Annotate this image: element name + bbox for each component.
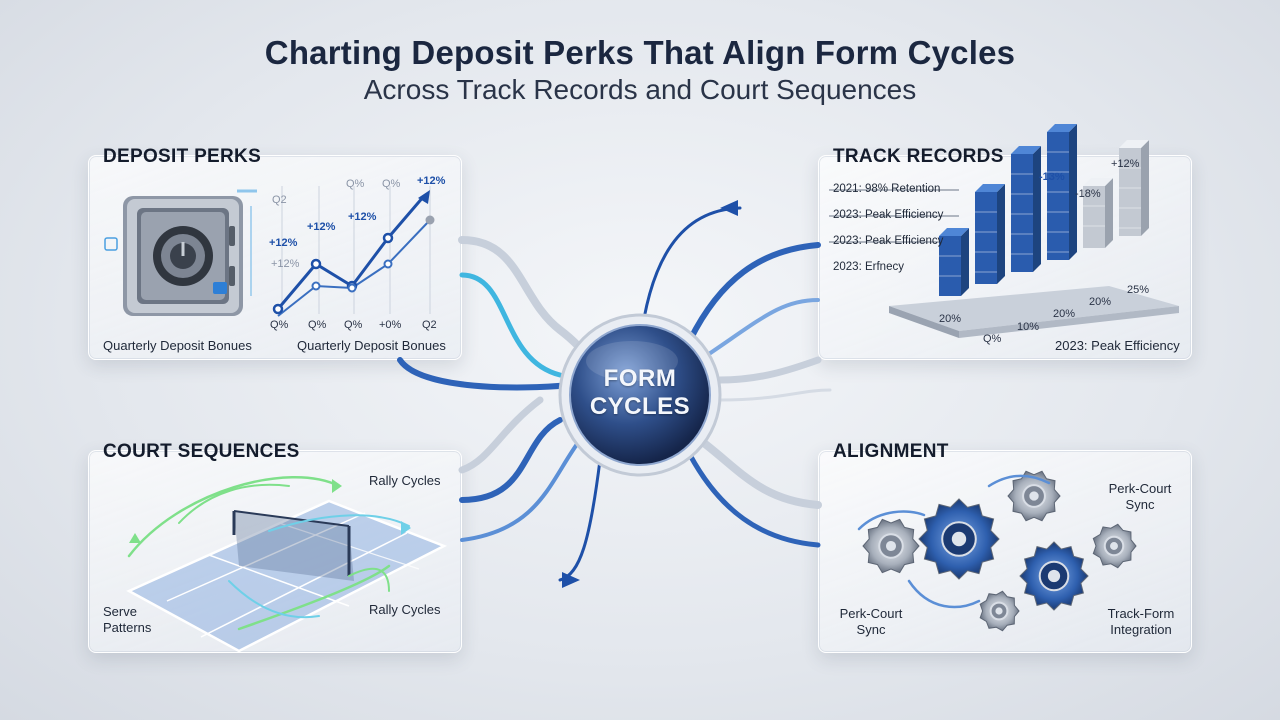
- deposit-ghost-label: +12%: [271, 258, 300, 270]
- track-entry: 2023: Peak Efficiency: [833, 209, 944, 221]
- track-bar-cap: [1047, 124, 1077, 132]
- track-bar-cap: [939, 228, 969, 236]
- center-line1: FORM: [603, 365, 677, 392]
- track-axis-label: 25%: [1127, 284, 1150, 296]
- track-bar-side: [1033, 146, 1041, 272]
- track-axis-label: 10%: [1017, 321, 1040, 333]
- track-axis-label: 20%: [1089, 296, 1112, 308]
- deposit-perks-panel: DEPOSIT PERKS Q2 Q%: [88, 146, 462, 360]
- track-bar-top-label: -18%: [1075, 188, 1101, 200]
- align-label-left-bottom-1: Perk-Court: [839, 606, 903, 621]
- court-label-top: Rally Cycles: [369, 473, 441, 488]
- track-entry: 2021: 98% Retention: [833, 183, 941, 195]
- gears-icon: [857, 470, 1137, 632]
- track-bar-cap: [1119, 140, 1149, 148]
- track-bar: [939, 236, 961, 296]
- track-axis-label: 20%: [1053, 308, 1076, 320]
- deposit-x-tick: Q%: [270, 319, 289, 331]
- deposit-perks-heading: DEPOSIT PERKS: [103, 146, 262, 167]
- deposit-caption-left: Quarterly Deposit Bonues: [103, 338, 252, 353]
- align-label-right-bottom-1: Track-Form: [1107, 606, 1175, 621]
- track-bar: [1047, 132, 1069, 260]
- court-label-bottom: Rally Cycles: [369, 602, 441, 617]
- track-bar-side: [1141, 140, 1149, 236]
- court-sequences-heading: COURT SEQUENCES: [103, 441, 300, 462]
- gear-hole: [1029, 491, 1039, 501]
- deposit-x-tick: Q2: [422, 319, 437, 331]
- deposit-point-label: +12%: [269, 237, 298, 249]
- deposit-top-label: Q%: [382, 178, 401, 190]
- deposit-x-tick: Q%: [308, 319, 327, 331]
- gear-hole: [885, 540, 897, 552]
- center-line2: CYCLES: [589, 393, 691, 420]
- deposit-point-label: +12%: [348, 211, 377, 223]
- deposit-growth-chart: [272, 186, 435, 317]
- gear-hole: [1110, 542, 1118, 550]
- court-serve-line1: Serve: [103, 604, 137, 619]
- track-records-heading: TRACK RECORDS: [833, 146, 1004, 167]
- track-bar-top-label: +12%: [1111, 158, 1140, 170]
- deposit-point-label: +12%: [417, 175, 446, 187]
- safe-icon: [104, 189, 257, 316]
- gear-hole: [995, 607, 1003, 615]
- track-axis-label: 20%: [939, 313, 962, 325]
- track-bar-top-label: -13%: [1039, 171, 1065, 183]
- track-bar: [1119, 148, 1141, 236]
- deposit-x-tick: +0%: [379, 319, 402, 331]
- align-label-right-top-1: Perk-Court: [1108, 481, 1172, 496]
- track-bar: [1083, 186, 1105, 248]
- track-caption: 2023: Peak Efficiency: [1055, 338, 1180, 353]
- court-serve-line2: Patterns: [103, 620, 152, 635]
- gear-hole: [1047, 569, 1061, 583]
- track-bar-cap: [1083, 178, 1113, 186]
- track-bar: [1011, 154, 1033, 272]
- track-bar-side: [1105, 178, 1113, 248]
- track-entry: 2023: Peak Efficiency: [833, 235, 944, 247]
- form-cycles-orb: [558, 313, 722, 477]
- track-bar-chart: [829, 124, 1179, 338]
- deposit-caption-right: Quarterly Deposit Bonues: [297, 338, 446, 353]
- track-records-panel: TRACK RECORDS 2021: 98% Retention 2023: …: [818, 124, 1192, 360]
- track-bar-side: [997, 184, 1005, 284]
- align-label-right-bottom-2: Integration: [1110, 622, 1172, 637]
- align-label-left-bottom-2: Sync: [856, 622, 886, 637]
- align-label-right-top-2: Sync: [1125, 497, 1155, 512]
- deposit-point-label: +12%: [307, 221, 336, 233]
- track-bar-cap: [975, 184, 1005, 192]
- court-sequences-panel: COURT SEQUENCES Rally Cycles Rally Cycle…: [88, 441, 462, 653]
- page-title: Charting Deposit Perks That Align Form C…: [264, 34, 1016, 71]
- track-entry: 2023: Erfnecy: [833, 261, 904, 273]
- track-bar: [975, 192, 997, 284]
- alignment-panel: ALIGNMENT Perk-Court Sync Perk-Court Syn…: [818, 441, 1192, 653]
- deposit-x-tick: Q%: [344, 319, 363, 331]
- deposit-top-label: Q%: [346, 178, 365, 190]
- track-bar-cap: [1011, 146, 1041, 154]
- gear-hole: [951, 531, 967, 547]
- deposit-top-label: Q2: [272, 194, 287, 206]
- alignment-heading: ALIGNMENT: [833, 441, 949, 462]
- track-bar-side: [1069, 124, 1077, 260]
- court-icon: [126, 476, 448, 653]
- track-axis-label: Q%: [983, 333, 1002, 345]
- track-bar-side: [961, 228, 969, 296]
- page-subtitle: Across Track Records and Court Sequences: [363, 74, 917, 105]
